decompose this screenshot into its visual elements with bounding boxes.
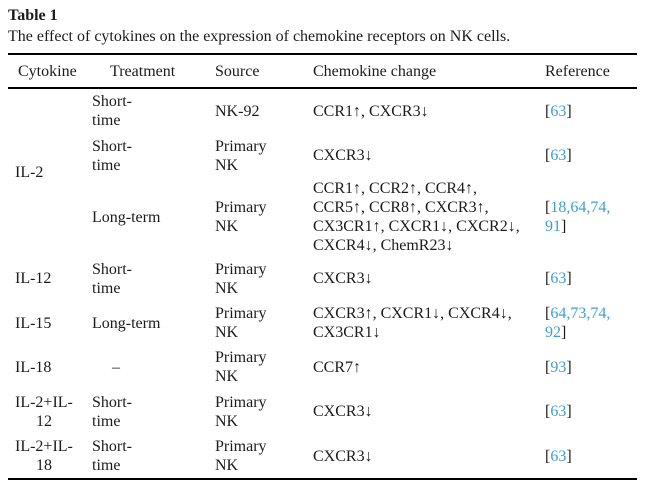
cytokine-label: IL-15: [15, 314, 52, 332]
table-row: Short- time Primary NK CXCR3↓ [63]: [8, 133, 637, 178]
reference-cell: [64,73,74,92]: [545, 305, 611, 341]
citation-link[interactable]: 18,: [550, 199, 571, 216]
treatment-cell: Short- time: [92, 260, 132, 297]
chemokine-change-cell: CXCR3↓: [313, 403, 373, 420]
cytokine-cell: IL-2+IL- 18: [8, 434, 92, 479]
reference-cell: [63]: [545, 447, 572, 465]
citation-link[interactable]: 73,: [570, 305, 591, 322]
cytokine-cell: IL-12: [8, 256, 92, 301]
cytokine-label: IL-12: [15, 270, 52, 287]
data-table: Cytokine Treatment Source Chemokine chan…: [8, 53, 637, 480]
citation-link[interactable]: 64,: [550, 305, 571, 322]
cytokine-cell: IL-2: [8, 88, 92, 256]
chemokine-change-cell: CCR1↑, CCR2↑, CCR4↑, CCR5↑, CCR8↑, CXCR3…: [313, 180, 520, 254]
chemokine-change-cell: CXCR3↓: [313, 270, 373, 287]
reference-cell: [63]: [545, 403, 572, 420]
chemokine-change-cell: CCR1↑, CXCR3↓: [313, 102, 429, 120]
reference-cell: [63]: [545, 270, 572, 287]
table-row: Long-term Primary NK CCR1↑, CCR2↑, CCR4↑…: [8, 178, 637, 256]
source-cell: Primary NK: [215, 305, 267, 341]
treatment-cell: Long-term: [92, 314, 161, 332]
table-title: Table 1: [8, 7, 58, 24]
cytokine-label: IL-18: [15, 358, 52, 376]
source-cell: Primary NK: [215, 260, 267, 297]
reference-cell: [93]: [545, 358, 572, 376]
table-row: IL-2 Short- time NK-92 CCR1↑, CXCR3↓ [63…: [8, 88, 637, 181]
treatment-cell: Long-term: [92, 208, 161, 226]
treatment-cell: –: [112, 358, 120, 376]
col-header-cytokine: Cytokine: [8, 54, 92, 89]
cytokine-cell: IL-15: [8, 301, 92, 345]
citation-link[interactable]: 63: [550, 102, 567, 120]
treatment-cell: Short- time: [92, 438, 132, 474]
citation-link[interactable]: 92: [545, 324, 561, 341]
header-row: Cytokine Treatment Source Chemokine chan…: [8, 54, 637, 89]
source-cell: Primary NK: [215, 349, 267, 385]
source-cell: Primary NK: [215, 393, 267, 430]
cytokine-label: IL-2+IL- 12: [15, 393, 73, 430]
source-cell: NK-92: [215, 102, 260, 120]
citation-link[interactable]: 93: [550, 358, 567, 376]
table-row: IL-2+IL- 12 Short- time Primary NK CXCR3…: [8, 389, 637, 434]
source-cell: Primary NK: [215, 137, 267, 174]
col-header-chemokine-change: Chemokine change: [313, 54, 545, 89]
citation-link[interactable]: 74,: [590, 305, 611, 322]
reference-cell: [63]: [545, 147, 572, 164]
treatment-cell: Short- time: [92, 137, 132, 174]
table-row: IL-2+IL- 18 Short- time Primary NK CXCR3…: [8, 434, 637, 479]
citation-link[interactable]: 63: [550, 447, 567, 465]
citation-link[interactable]: 91: [545, 218, 561, 235]
treatment-cell: Short- time: [92, 393, 132, 430]
cytokine-cell: IL-2+IL- 12: [8, 389, 92, 434]
cytokine-label: IL-2+IL- 18: [15, 438, 73, 474]
citation-link[interactable]: 63: [550, 147, 567, 164]
cytokine-cell: IL-18: [8, 345, 92, 389]
cytokine-label: IL-2: [15, 164, 44, 181]
col-header-source: Source: [215, 54, 313, 89]
source-cell: Primary NK: [215, 438, 267, 474]
citation-link[interactable]: 63: [550, 403, 567, 420]
table-caption: The effect of cytokines on the expressio…: [8, 28, 511, 45]
col-header-treatment: Treatment: [92, 54, 215, 89]
chemokine-change-cell: CXCR3↑, CXCR1↓, CXCR4↓, CX3CR1↓: [313, 305, 512, 341]
chemokine-change-cell: CCR7↑: [313, 358, 362, 376]
treatment-cell: Short- time: [92, 93, 132, 129]
reference-cell: [63]: [545, 102, 572, 120]
col-header-reference: Reference: [545, 54, 637, 89]
chemokine-change-cell: CXCR3↓: [313, 147, 373, 164]
citation-link[interactable]: 74,: [590, 199, 611, 216]
table-row: IL-15 Long-term Primary NK CXCR3↑, CXCR1…: [8, 301, 637, 345]
citation-link[interactable]: 64,: [570, 199, 591, 216]
table-row: IL-12 Short- time Primary NK CXCR3↓ [63]: [8, 256, 637, 301]
citation-link[interactable]: 63: [550, 270, 567, 287]
table-row: IL-18 – Primary NK CCR7↑ [93]: [8, 345, 637, 389]
chemokine-change-cell: CXCR3↓: [313, 447, 373, 465]
source-cell: Primary NK: [215, 199, 267, 235]
reference-cell: [18,64,74,91]: [545, 199, 611, 235]
